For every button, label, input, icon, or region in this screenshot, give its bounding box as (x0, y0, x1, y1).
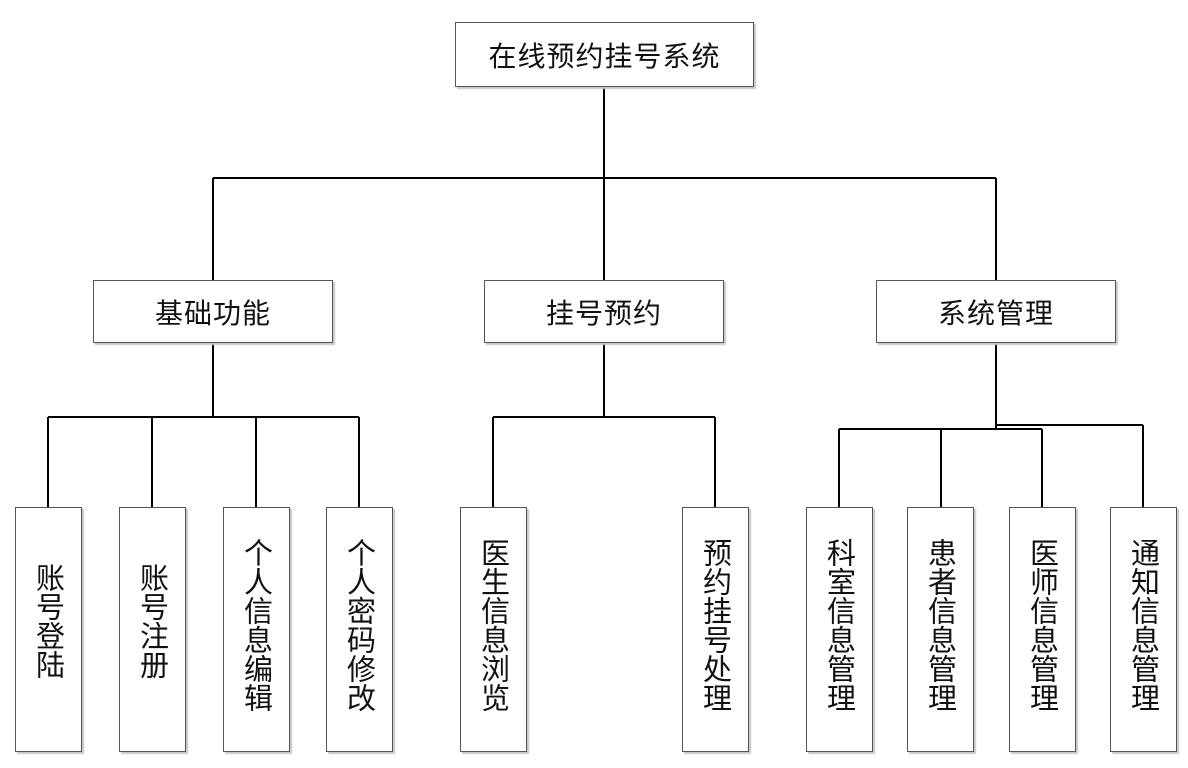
leaf-label: 患者信息管理 (923, 538, 958, 712)
leaf-notice-management: 通知信息管理 (1110, 507, 1177, 752)
module-label: 系统管理 (937, 296, 1054, 330)
leaf-account-register: 账号注册 (119, 507, 186, 752)
module-label: 基础功能 (154, 296, 271, 330)
leaf-label: 科室信息管理 (822, 538, 857, 712)
leaf-patient-management: 患者信息管理 (907, 507, 974, 752)
module-system-management: 系统管理 (876, 280, 1116, 343)
leaf-label: 个人信息编辑 (239, 538, 274, 712)
module-registration-booking: 挂号预约 (484, 280, 724, 343)
leaf-label: 账号登陆 (31, 563, 66, 679)
leaf-label: 账号注册 (135, 563, 170, 679)
leaf-label: 医生信息浏览 (476, 538, 511, 712)
leaf-label: 预约挂号处理 (698, 538, 733, 712)
module-label: 挂号预约 (545, 296, 662, 330)
leaf-booking-processing: 预约挂号处理 (682, 507, 749, 752)
leaf-password-change: 个人密码修改 (326, 507, 393, 752)
root-label: 在线预约挂号系统 (488, 39, 721, 73)
leaf-account-login: 账号登陆 (15, 507, 82, 752)
leaf-department-management: 科室信息管理 (806, 507, 873, 752)
leaf-label: 通知信息管理 (1126, 538, 1161, 712)
module-basic-functions: 基础功能 (93, 280, 333, 343)
leaf-profile-edit: 个人信息编辑 (223, 507, 290, 752)
leaf-label: 个人密码修改 (342, 538, 377, 712)
leaf-doctor-browse: 医生信息浏览 (460, 507, 527, 752)
leaf-label: 医师信息管理 (1025, 538, 1060, 712)
root-node: 在线预约挂号系统 (455, 22, 754, 87)
leaf-physician-management: 医师信息管理 (1009, 507, 1076, 752)
